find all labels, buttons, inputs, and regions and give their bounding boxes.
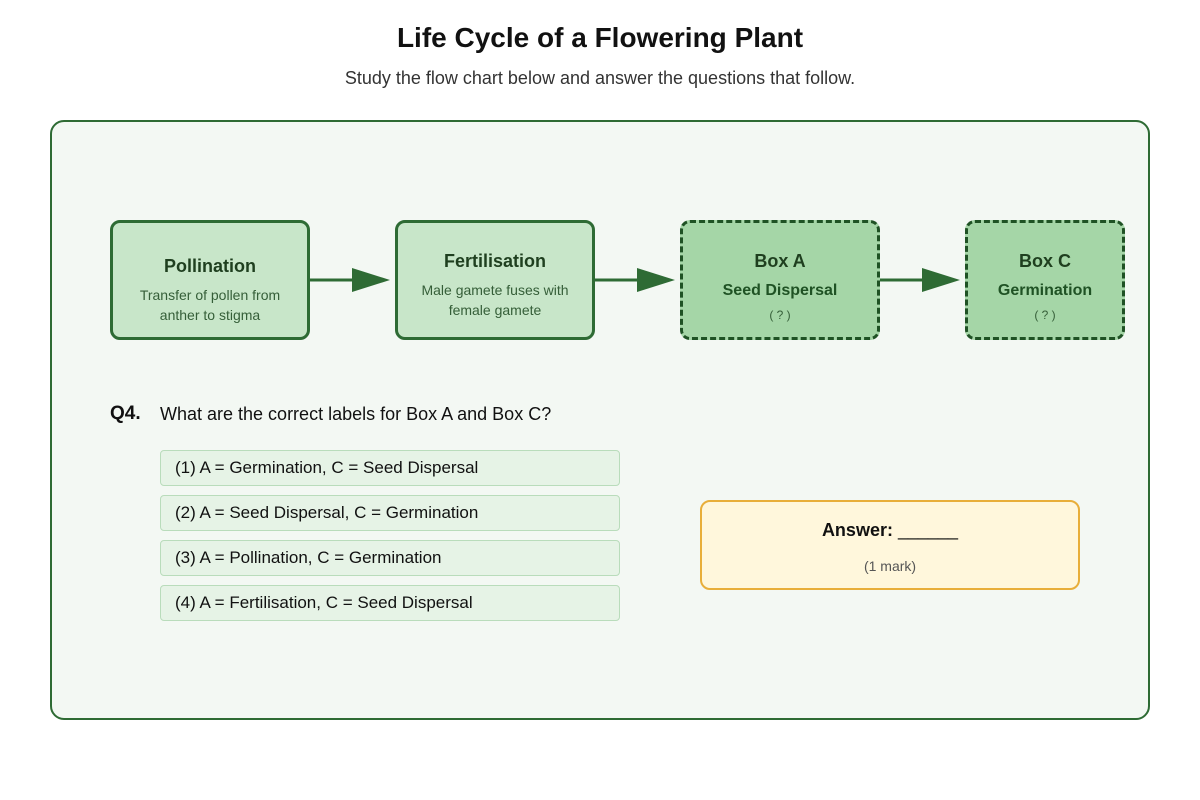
flow-box-answer-label: Germination: [997, 282, 1093, 299]
flow-box-unknown-hint: ( ? ): [1034, 308, 1056, 322]
flow-box-title: Fertilisation: [443, 251, 546, 271]
flow-box-unknown-hint: ( ? ): [769, 308, 791, 322]
flow-box-description-line: Male gamete fuses with: [421, 282, 569, 298]
flow-box-description-line: Transfer of pollen from: [139, 287, 281, 303]
flow-box-title: Box C: [1018, 251, 1071, 271]
flow-box-description-line: female gamete: [448, 302, 542, 318]
flow-box-pollination: Pollination Transfer of pollen from anth…: [110, 220, 310, 340]
answer-box[interactable]: Answer: ______ (1 mark): [700, 500, 1080, 590]
page-title: Life Cycle of a Flowering Plant: [396, 22, 804, 53]
question-text: What are the correct labels for Box A an…: [160, 404, 552, 424]
answer-option-3[interactable]: (3) A = Pollination, C = Germination: [160, 540, 620, 576]
flow-box-description-line: anther to stigma: [159, 307, 261, 323]
answer-option-4[interactable]: (4) A = Fertilisation, C = Seed Dispersa…: [160, 585, 620, 621]
answer-marks: (1 mark): [863, 558, 917, 574]
page-subtitle: Study the flow chart below and answer th…: [344, 68, 856, 88]
flow-box-fertilisation: Fertilisation Male gamete fuses with fem…: [395, 220, 595, 340]
answer-blank[interactable]: ______: [897, 520, 959, 540]
flow-box-title: Box A: [754, 251, 806, 271]
answer-option-2[interactable]: (2) A = Seed Dispersal, C = Germination: [160, 495, 620, 531]
flow-box-title: Pollination: [164, 256, 256, 276]
answer-label: Answer:: [821, 520, 893, 540]
flow-box-a: Box A Seed Dispersal ( ? ): [680, 220, 880, 340]
question-number: Q4.: [110, 403, 141, 424]
flow-box-answer-label: Seed Dispersal: [722, 282, 838, 299]
answer-option-1[interactable]: (1) A = Germination, C = Seed Dispersal: [160, 450, 620, 486]
flow-box-c: Box C Germination ( ? ): [965, 220, 1125, 340]
answer-label-line: Answer: ______: [702, 520, 1078, 541]
